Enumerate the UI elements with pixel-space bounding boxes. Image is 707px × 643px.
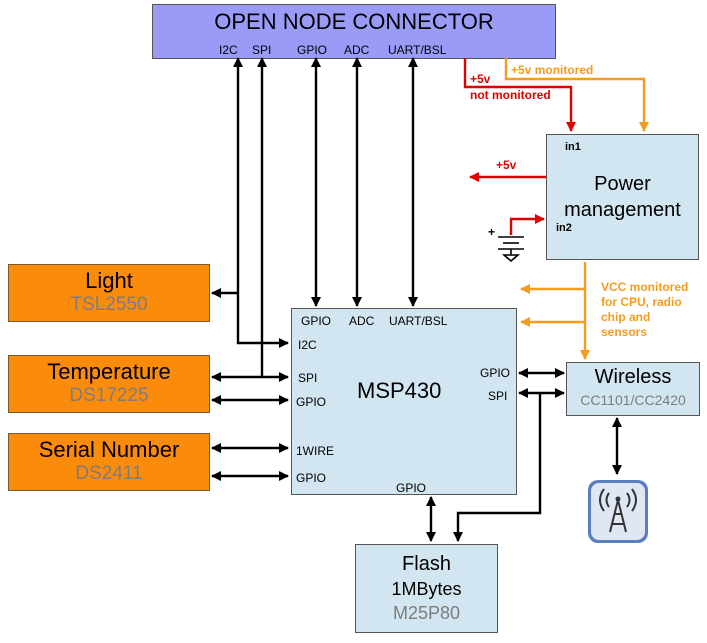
msp430-pin-spi-left: SPI [298, 371, 318, 385]
serial-number-part: DS2411 [75, 463, 143, 484]
msp430-pin-spi-right: SPI [488, 389, 508, 403]
msp430-pin-gpio-left-1: GPIO [296, 395, 327, 409]
vcc-note-line-2: for CPU, radio [601, 295, 682, 309]
connector-port-adc: ADC [344, 43, 370, 57]
wire-spi-flash [452, 393, 542, 543]
msp430-title: MSP430 [357, 378, 442, 403]
plus5v-not-monitored-label-1: +5v [470, 72, 491, 86]
plus5v-not-monitored-label-2: not monitored [470, 88, 551, 102]
vcc-note-line-3: chip and [601, 310, 651, 324]
flash-box [355, 544, 498, 633]
serial-number-box [8, 433, 210, 491]
light-sensor-name: Light [85, 268, 133, 293]
msp430-pin-gpio-bottom: GPIO [396, 481, 427, 495]
light-sensor-part: TSL2550 [70, 294, 148, 315]
ground-symbol-icon [498, 236, 524, 263]
ground-plus-sign: + [488, 225, 496, 239]
open-node-connector [152, 4, 556, 59]
temperature-sensor-name: Temperature [47, 359, 171, 384]
wire-5v-monitored [504, 58, 650, 133]
vcc-note-line-4: sensors [601, 325, 648, 339]
power-management-title-2: management [564, 199, 681, 221]
msp430-top-pin-uart: UART/BSL [389, 314, 448, 328]
msp430-top-pin-adc: ADC [349, 314, 375, 328]
wifi-tower-icon [588, 480, 648, 543]
light-sensor-box [8, 264, 210, 322]
temperature-sensor-box [8, 355, 210, 413]
connector-port-i2c: I2C [219, 43, 238, 57]
vcc-note-line-1: VCC monitored [601, 280, 689, 294]
power-management-title-1: Power [594, 173, 651, 195]
power-management-box [546, 134, 699, 260]
plus5v-monitored-label: +5v monitored [511, 63, 594, 77]
flash-title: Flash [402, 553, 451, 575]
msp430-top-pin-gpio: GPIO [301, 314, 332, 328]
flash-size: 1MBytes [391, 579, 462, 599]
msp430-box [291, 308, 517, 495]
power-in2-label: in2 [556, 222, 572, 234]
flash-part: M25P80 [392, 603, 461, 623]
wireless-part: CC1101/CC2420 [580, 392, 686, 408]
connector-port-gpio: GPIO [297, 43, 328, 57]
connector-title: OPEN NODE CONNECTOR [214, 9, 494, 34]
wire-5v-not-monitored [463, 58, 577, 133]
wireless-title: Wireless [594, 366, 672, 388]
plus5v-out-label: +5v [496, 158, 517, 172]
msp430-pin-gpio-left-2: GPIO [296, 471, 327, 485]
serial-number-name: Serial Number [38, 437, 180, 462]
wire-battery-in2 [509, 213, 546, 235]
connector-port-spi: SPI [252, 43, 272, 57]
msp430-pin-i2c: I2C [298, 338, 317, 352]
temperature-sensor-part: DS17225 [69, 385, 149, 406]
power-in1-label: in1 [565, 141, 581, 153]
wireless-box [566, 362, 700, 416]
msp430-pin-1wire: 1WIRE [296, 444, 335, 458]
wire-i2c-bus [232, 56, 290, 349]
msp430-pin-gpio-right: GPIO [480, 366, 511, 380]
connector-port-uart: UART/BSL [388, 43, 447, 57]
